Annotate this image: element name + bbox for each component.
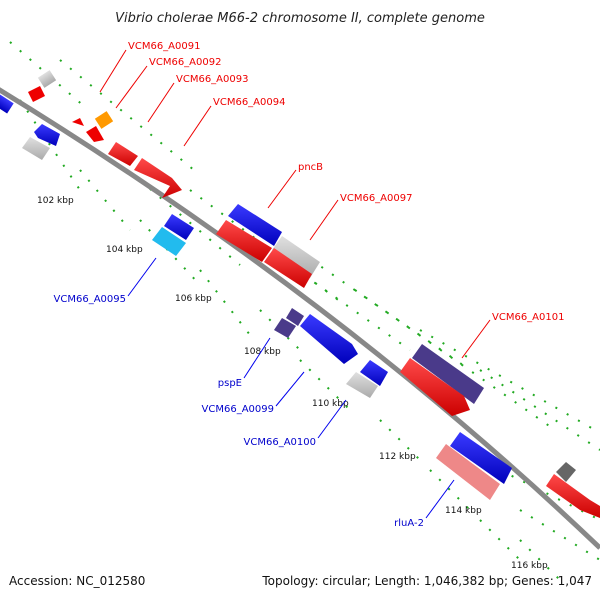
gene-block-cyan[interactable] (152, 227, 186, 256)
gene-arrow-blue[interactable] (300, 314, 358, 364)
gene-arrow-red[interactable] (86, 126, 104, 142)
kbp-label: 116 kbp (511, 561, 548, 571)
gene-arrow-blue[interactable] (360, 360, 388, 386)
callout-lines (99, 49, 491, 519)
gene-arrow-red[interactable] (134, 158, 182, 198)
genome-backbone (0, 87, 600, 550)
kbp-label: 114 kbp (445, 506, 482, 516)
gene-label[interactable]: pncB (298, 162, 323, 173)
gene-label[interactable]: VCM66_A0097 (340, 193, 412, 204)
gene-arrow-blue[interactable] (450, 432, 512, 484)
gene-label[interactable]: VCM66_A0095 (54, 294, 126, 305)
gene-block-blue[interactable] (0, 92, 14, 114)
gene-label[interactable]: VCM66_A0093 (176, 74, 248, 85)
gene-arrow-blue[interactable] (34, 124, 60, 146)
gene-block-navy[interactable] (274, 318, 296, 338)
gene-arrow-red[interactable] (28, 86, 45, 102)
gene-label[interactable]: VCM66_A0091 (128, 41, 200, 52)
gene-arrow-red[interactable] (264, 248, 312, 288)
gene-arrow-navy[interactable] (286, 308, 304, 326)
gene-label[interactable]: VCM66_A0099 (202, 404, 274, 415)
gene-label[interactable]: VCM66_A0092 (149, 57, 221, 68)
gene-label[interactable]: rluA-2 (394, 518, 424, 529)
tick-lines (9, 41, 600, 581)
gene-arrow-blue[interactable] (228, 204, 282, 246)
kbp-label: 108 kbp (244, 347, 281, 357)
gene-block-pink[interactable] (436, 444, 500, 500)
accession-text: Accession: NC_012580 (9, 574, 145, 588)
gene-arrow-red[interactable] (72, 118, 84, 126)
kbp-label: 110 kbp (312, 399, 349, 409)
kbp-label: 106 kbp (175, 294, 212, 304)
gene-block-gray[interactable] (22, 137, 50, 160)
gene-arrow-red[interactable] (400, 358, 470, 416)
gene-block-orange[interactable] (94, 111, 114, 129)
gene-label[interactable]: VCM66_A0100 (244, 437, 316, 448)
map-title: Vibrio cholerae M66-2 chromosome II, com… (115, 11, 485, 26)
genome-summary-text: Topology: circular; Length: 1,046,382 bp… (261, 574, 592, 588)
gene-block-darkgray[interactable] (556, 462, 576, 482)
gene-features (0, 70, 600, 518)
kbp-labels: 102 kbp 104 kbp 106 kbp 108 kbp 110 kbp … (37, 196, 548, 571)
gene-block-navy[interactable] (412, 344, 484, 404)
kbp-label: 102 kbp (37, 196, 74, 206)
gene-label[interactable]: VCM66_A0094 (213, 97, 285, 108)
kbp-label: 112 kbp (379, 452, 416, 462)
forward-gene-labels: VCM66_A0091 VCM66_A0092 VCM66_A0093 VCM6… (128, 41, 564, 323)
gene-arrow-red[interactable] (108, 142, 138, 166)
gene-block-gray[interactable] (272, 236, 320, 278)
gene-block-gray[interactable] (37, 70, 57, 88)
gene-label[interactable]: pspE (218, 378, 242, 389)
reverse-gene-labels: VCM66_A0095 pspE VCM66_A0099 VCM66_A0100… (54, 294, 424, 529)
gene-arrow-blue[interactable] (164, 214, 194, 240)
kbp-label: 104 kbp (106, 245, 143, 255)
gene-label[interactable]: VCM66_A0101 (492, 312, 564, 323)
gene-arrow-red[interactable] (216, 220, 272, 262)
gene-arrow-red[interactable] (546, 474, 600, 518)
gene-block-gray[interactable] (346, 372, 378, 398)
